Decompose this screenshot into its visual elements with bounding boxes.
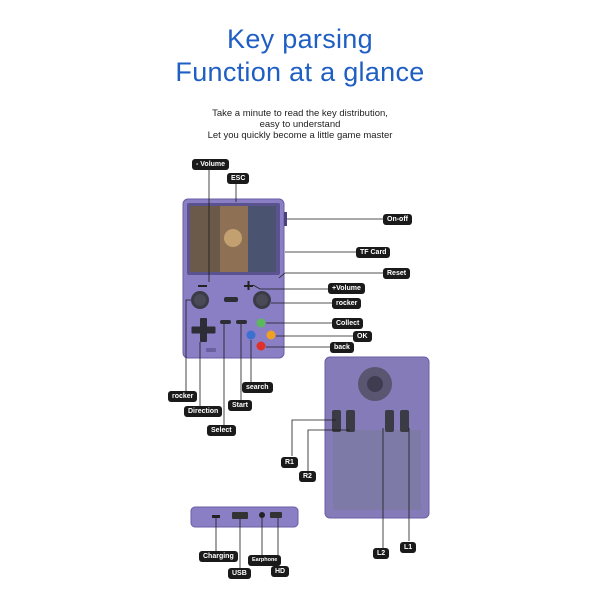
back-view xyxy=(324,356,430,519)
label-ok: OK xyxy=(353,331,372,342)
back-button-dot xyxy=(256,341,266,351)
collect-button-dot xyxy=(256,318,266,328)
label-volume-plus: +Volume xyxy=(328,283,365,294)
back-inner xyxy=(333,430,421,510)
label-direction: Direction xyxy=(184,406,223,417)
r1-button-shape xyxy=(332,410,341,432)
usb-port xyxy=(232,512,248,519)
screen-art-glow xyxy=(224,229,242,247)
select-button-shape xyxy=(220,320,231,324)
label-select: Select xyxy=(207,425,236,436)
r2-button-shape xyxy=(346,410,355,432)
earphone-port xyxy=(259,512,265,518)
label-start: Start xyxy=(228,400,252,411)
ok-button-dot xyxy=(266,330,276,340)
label-usb: USB xyxy=(228,568,251,579)
right-stick-cap xyxy=(256,294,268,306)
label-r2: R2 xyxy=(299,471,316,482)
label-charging: Charging xyxy=(199,551,238,562)
subtitle-line-3: Let you quickly become a little game mas… xyxy=(207,130,393,141)
back-speaker-inner xyxy=(367,376,383,392)
label-earphone: Earphone xyxy=(248,555,282,566)
title-line-1: Key parsing xyxy=(227,24,373,54)
label-collect: Collect xyxy=(332,318,364,329)
side-button xyxy=(284,212,287,226)
line-reset xyxy=(278,272,383,279)
l1-button-shape xyxy=(400,410,409,432)
search-button-dot xyxy=(246,330,256,340)
label-back: back xyxy=(330,342,354,353)
line-rocker-left xyxy=(185,299,191,392)
label-rocker-right: rocker xyxy=(332,298,362,309)
label-l1: L1 xyxy=(400,542,417,553)
label-r1: R1 xyxy=(281,457,298,468)
front-view xyxy=(182,198,287,359)
label-tf-card: TF Card xyxy=(356,247,391,258)
screen-art-3 xyxy=(248,206,276,272)
label-volume-minus: - Volume xyxy=(192,159,230,170)
center-button-top xyxy=(224,297,238,302)
label-hd: HD xyxy=(271,566,290,577)
charging-port xyxy=(212,515,220,518)
minus-marker xyxy=(198,285,207,287)
left-stick-cap xyxy=(194,294,206,306)
subtitle-line-2: easy to understand xyxy=(259,119,341,130)
bottom-view xyxy=(190,506,299,528)
line-volume-plus xyxy=(252,284,328,290)
label-search: search xyxy=(242,382,273,393)
leader-lines xyxy=(185,167,410,568)
label-reset: Reset xyxy=(383,268,411,279)
subtitle-line-1: Take a minute to read the key distributi… xyxy=(212,108,388,119)
label-esc: ESC xyxy=(227,173,250,184)
screen-art-1 xyxy=(190,206,220,272)
l2-button-shape xyxy=(385,410,394,432)
label-l2: L2 xyxy=(373,548,390,559)
hd-port xyxy=(270,512,282,518)
line-r2 xyxy=(307,429,350,471)
start-button-shape xyxy=(236,320,247,324)
plus-marker-v xyxy=(247,281,250,290)
speaker-grille xyxy=(206,348,216,352)
dpad-horizontal xyxy=(191,326,216,334)
label-rocker-left: rocker xyxy=(168,391,198,402)
label-on-off: On-off xyxy=(383,214,412,225)
line-r1 xyxy=(291,419,336,456)
title-line-2: Function at a glance xyxy=(175,57,425,87)
